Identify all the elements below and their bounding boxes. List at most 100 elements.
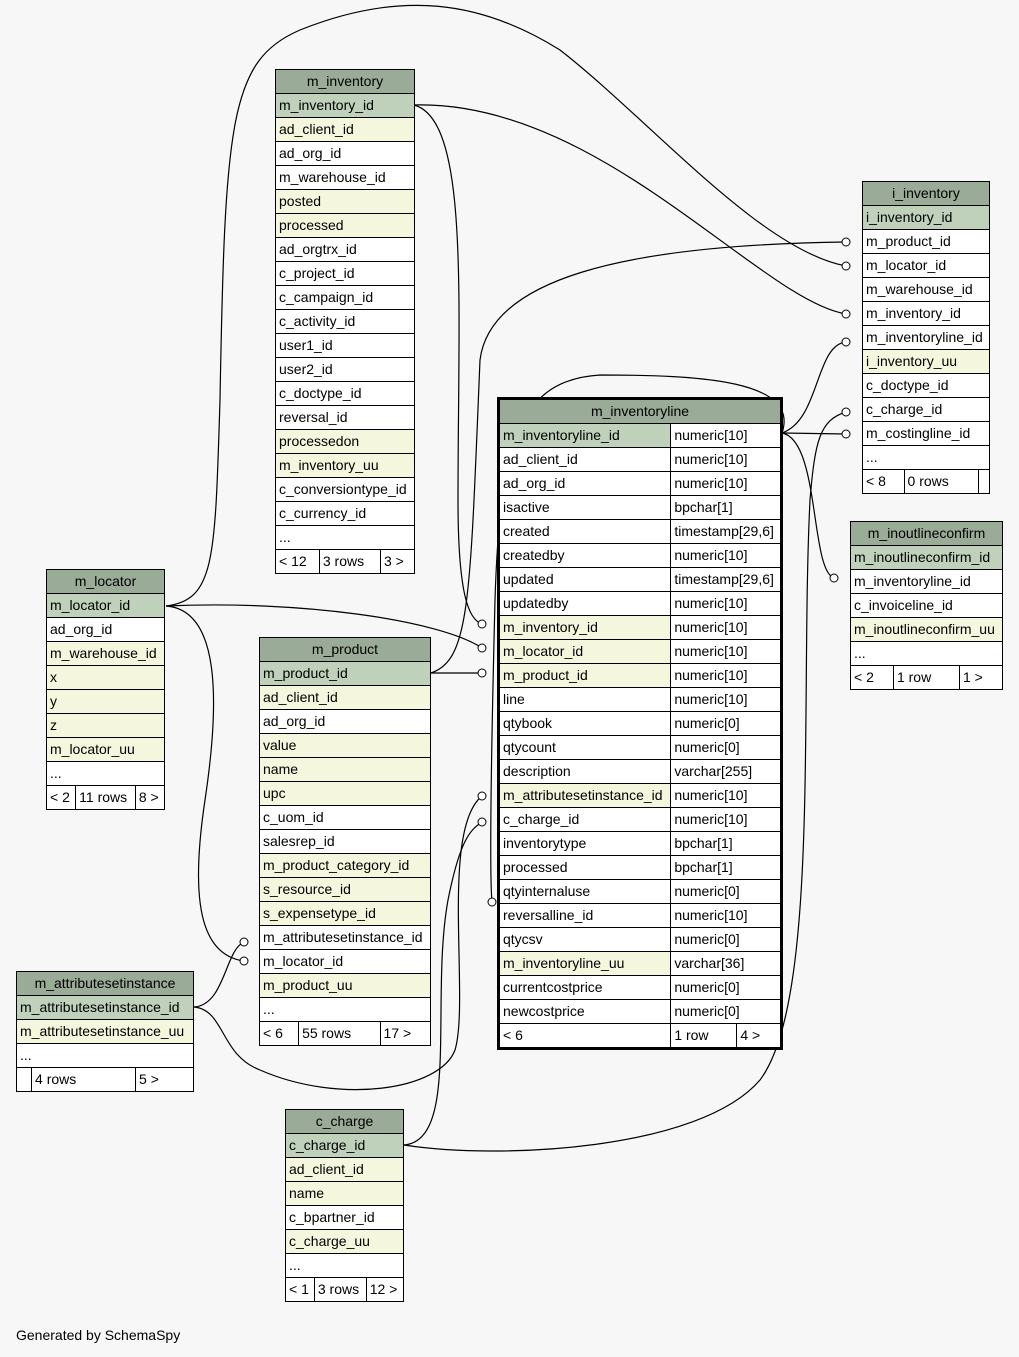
- column-name: m_locator_id: [259, 949, 431, 974]
- column-row: ...: [850, 641, 1003, 666]
- table-title: m_inventoryline: [498, 398, 782, 424]
- edge-end-circle: [477, 791, 487, 801]
- column-name: y: [46, 689, 165, 714]
- table-title: m_attributesetinstance: [16, 971, 194, 996]
- edge-end-circle: [841, 429, 851, 439]
- column-row: ad_client_id: [275, 117, 415, 142]
- edge-end-circle: [841, 407, 851, 417]
- edge-end-circle: [841, 309, 851, 319]
- column-row: c_conversiontype_id: [275, 477, 415, 502]
- column-row: ad_org_id: [275, 141, 415, 166]
- column-type: numeric[10]: [670, 687, 782, 712]
- column-type: varchar[255]: [670, 759, 782, 784]
- column-row: salesrep_id: [259, 829, 431, 854]
- edge-end-circle: [477, 643, 487, 653]
- column-name: ...: [259, 997, 431, 1022]
- column-row: c_charge_id: [285, 1133, 404, 1158]
- column-row: m_inventoryline_id: [862, 325, 990, 350]
- column-row: m_product_id: [862, 229, 990, 254]
- column-row: name: [285, 1181, 404, 1206]
- column-name: updatedby: [497, 591, 672, 616]
- column-name: reversalline_id: [497, 903, 672, 928]
- table-title: m_inventory: [275, 69, 415, 94]
- column-name: m_warehouse_id: [46, 641, 165, 666]
- column-row: y: [46, 689, 165, 714]
- column-name: m_inventory_id: [275, 93, 415, 118]
- column-name: m_product_uu: [259, 973, 431, 998]
- row-count: 0 rows: [903, 469, 980, 494]
- column-row: ad_org_id: [46, 617, 165, 642]
- column-row: ...: [862, 445, 990, 470]
- column-name: m_locator_id: [862, 253, 990, 278]
- column-row: c_activity_id: [275, 309, 415, 334]
- table-title: m_locator: [46, 569, 165, 594]
- column-type: numeric[0]: [670, 975, 782, 1000]
- parents-count: < 6: [258, 1021, 300, 1046]
- column-name: m_inoutlineconfirm_id: [850, 545, 1003, 570]
- children-count: 8 >: [134, 785, 166, 810]
- column-row: s_expensetype_id: [259, 901, 431, 926]
- column-name: ...: [275, 525, 415, 550]
- column-name: salesrep_id: [259, 829, 431, 854]
- column-name: m_product_category_id: [259, 853, 431, 878]
- column-row: processedon: [275, 429, 415, 454]
- column-row: c_project_id: [275, 261, 415, 286]
- column-name: i_inventory_id: [862, 205, 990, 230]
- edge-inventory-i_inventory: [413, 104, 847, 315]
- column-name: ...: [850, 641, 1003, 666]
- column-row: m_attributesetinstance_uu: [16, 1019, 194, 1044]
- edge-end-circle: [239, 956, 249, 966]
- column-type: numeric[10]: [670, 471, 782, 496]
- column-name: m_warehouse_id: [862, 277, 990, 302]
- column-row: c_campaign_id: [275, 285, 415, 310]
- edge-asi-product: [193, 941, 245, 1008]
- column-row: m_product_id: [259, 661, 431, 686]
- column-row: m_locator_uu: [46, 737, 165, 762]
- column-name: m_attributesetinstance_uu: [16, 1019, 194, 1044]
- column-name: c_doctype_id: [275, 381, 415, 406]
- edge-end-circle: [477, 619, 487, 629]
- column-row: c_invoiceline_id: [850, 593, 1003, 618]
- column-name: inventorytype: [497, 831, 672, 856]
- column-name: upc: [259, 781, 431, 806]
- column-row: ad_client_id: [285, 1157, 404, 1182]
- column-name: m_inventoryline_id: [497, 423, 672, 448]
- column-type: numeric[0]: [670, 879, 782, 904]
- column-name: reversal_id: [275, 405, 415, 430]
- column-type: bpchar[1]: [670, 495, 782, 520]
- row-count: 3 rows: [318, 549, 381, 574]
- column-name: s_resource_id: [259, 877, 431, 902]
- column-type: numeric[0]: [670, 999, 782, 1024]
- column-name: m_inoutlineconfirm_uu: [850, 617, 1003, 642]
- column-type: numeric[0]: [670, 711, 782, 736]
- column-name: qtyinternaluse: [497, 879, 672, 904]
- column-row: value: [259, 733, 431, 758]
- parents-count: < 1: [285, 1277, 315, 1302]
- children-count: 1 >: [958, 665, 1004, 690]
- column-row: m_attributesetinstance_id: [259, 925, 431, 950]
- row-count: 1 row: [892, 665, 960, 690]
- column-name: m_locator_uu: [46, 737, 165, 762]
- column-name: name: [285, 1181, 404, 1206]
- column-row: reversal_id: [275, 405, 415, 430]
- table-m_attributesetinstance: m_attributesetinstance m_attributesetins…: [15, 971, 194, 1092]
- edge-charge-i_inventory: [403, 411, 847, 1152]
- table-title: i_inventory: [862, 181, 990, 206]
- column-type: bpchar[1]: [670, 855, 782, 880]
